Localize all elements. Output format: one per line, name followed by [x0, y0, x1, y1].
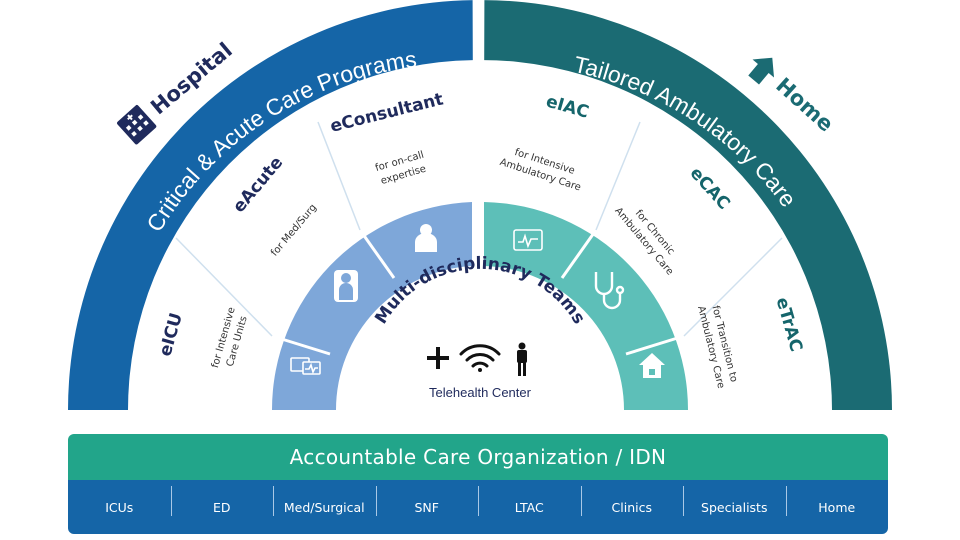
aco-cell-clinics: Clinics: [580, 485, 684, 516]
aco-title: Accountable Care Organization / IDN: [68, 434, 888, 480]
program-name-eicu: eICU: [155, 311, 186, 359]
house-icon: [639, 353, 665, 378]
program-name-eacute: eAcute: [229, 153, 287, 217]
ring-separators: [271, 4, 685, 410]
program-desc-econsultant: for on-call expertise: [374, 150, 427, 187]
program-name-etrac: eTrAC: [772, 295, 806, 354]
program-name-eiac: eIAC: [544, 92, 591, 123]
program-desc-eacute: for Med/Surg: [269, 202, 319, 258]
program-desc-eiac: for Intensive Ambulatory Care: [498, 147, 582, 194]
inner-ring-left: [271, 202, 472, 410]
program-name-econsultant: eConsultant: [328, 89, 445, 136]
nurse-icon: [415, 224, 437, 252]
program-desc-eicu: for Intensive Care Units: [210, 306, 250, 369]
aco-cell-ltac: LTAC: [478, 485, 581, 516]
telemetry-icon: [513, 229, 543, 251]
wifi-icon: [459, 344, 501, 372]
aco-cell-home: Home: [785, 485, 889, 516]
aco-cells: ICUs ED Med/Surgical SNF LTAC Clinics Sp…: [68, 480, 888, 534]
aco-bar: Accountable Care Organization / IDN ICUs…: [68, 434, 888, 534]
plus-icon: [427, 347, 449, 369]
inner-ring-right: [484, 202, 688, 410]
aco-cell-snf: SNF: [375, 485, 479, 516]
program-name-ecac: eCAC: [686, 164, 734, 214]
program-desc-etrac: for Transition to Ambulatory Care: [695, 305, 739, 390]
aco-cell-specialists: Specialists: [683, 485, 786, 516]
aco-cell-icus: ICUs: [105, 499, 134, 515]
home-arrow-icon: [748, 57, 775, 85]
person-icon: [517, 342, 527, 376]
center-subtitle: Telehealth Center: [429, 385, 532, 400]
hospital-band: [68, 0, 473, 410]
stethoscope-icon: [594, 272, 625, 310]
home-band: [484, 0, 892, 410]
doctor-icon: [334, 270, 358, 302]
home-label: Home: [771, 73, 838, 136]
aco-cell-med-surgical: Med/Surgical: [273, 485, 376, 516]
aco-cell-ed: ED: [170, 485, 274, 516]
monitor-icon: [290, 357, 321, 375]
band-separators: [175, 121, 783, 337]
hospital-icon: [117, 105, 157, 145]
